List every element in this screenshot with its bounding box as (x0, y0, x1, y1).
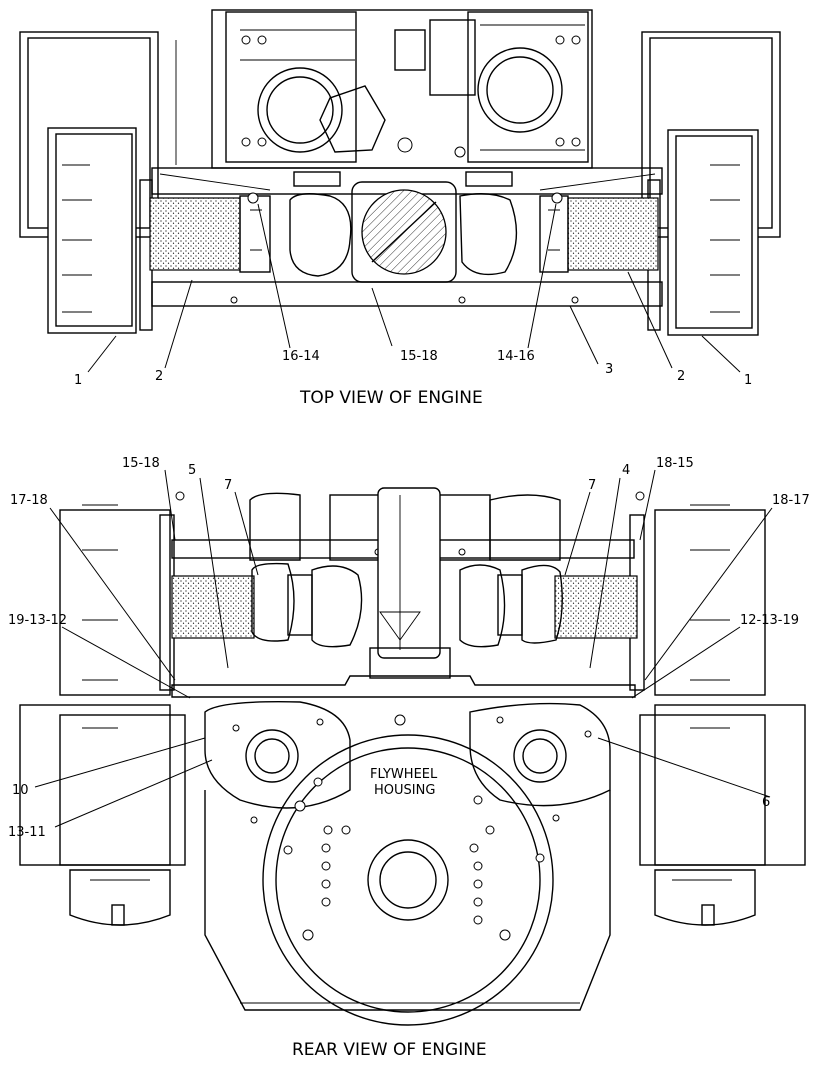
air-cleaner-left-top (149, 197, 241, 271)
flywheel-housing (204, 734, 611, 1026)
top-callouts: 1 2 16-14 15-18 14-16 3 2 1 (74, 349, 752, 388)
rear-view-title: REAR VIEW OF ENGINE (292, 1040, 487, 1060)
callout-2-left: 2 (155, 369, 163, 384)
callout-18-15: 18-15 (656, 456, 694, 471)
callout-3: 3 (605, 362, 613, 377)
flywheel-housing-label-line1: FLYWHEEL (370, 767, 438, 782)
callout-16-14: 16-14 (282, 349, 320, 364)
turbochargers-rear (249, 487, 563, 679)
turbochargers-top (239, 192, 569, 277)
callout-6: 6 (762, 795, 770, 810)
callout-1-left: 1 (74, 373, 82, 388)
air-cleaner-left-rear (171, 575, 255, 639)
callout-7-right: 7 (588, 478, 596, 493)
engine-block-top (211, 9, 593, 169)
top-view-title: TOP VIEW OF ENGINE (299, 388, 483, 408)
callout-13-11: 13-11 (8, 825, 46, 840)
callout-18-17: 18-17 (772, 493, 810, 508)
top-view-drawing (19, 9, 781, 336)
callout-14-16: 14-16 (497, 349, 535, 364)
callout-2-right: 2 (677, 369, 685, 384)
callout-15-18: 15-18 (400, 349, 438, 364)
callout-15-18-rear: 15-18 (122, 456, 160, 471)
callout-19-13-12: 19-13-12 (8, 613, 67, 628)
right-housing-rear (639, 504, 806, 926)
air-cleaner-right-top (567, 197, 659, 271)
flywheel-housing-label-line2: HOUSING (374, 783, 435, 798)
callout-1-right: 1 (744, 373, 752, 388)
callout-5: 5 (188, 463, 196, 478)
rear-leader-lines (34, 469, 773, 828)
callout-17-18: 17-18 (10, 493, 48, 508)
callout-12-13-19: 12-13-19 (740, 613, 799, 628)
exhaust-elbow-top (293, 171, 513, 283)
right-housing-top (641, 31, 781, 336)
callout-7-left: 7 (224, 478, 232, 493)
left-housing-top (19, 31, 177, 334)
left-housing-rear (19, 504, 186, 926)
top-leader-lines (87, 203, 741, 373)
callout-4: 4 (622, 463, 630, 478)
callout-10: 10 (12, 783, 29, 798)
rear-view-drawing (19, 487, 806, 1026)
rear-callouts: 15-18 5 17-18 7 7 4 18-15 18-17 19-13-12… (8, 456, 810, 840)
